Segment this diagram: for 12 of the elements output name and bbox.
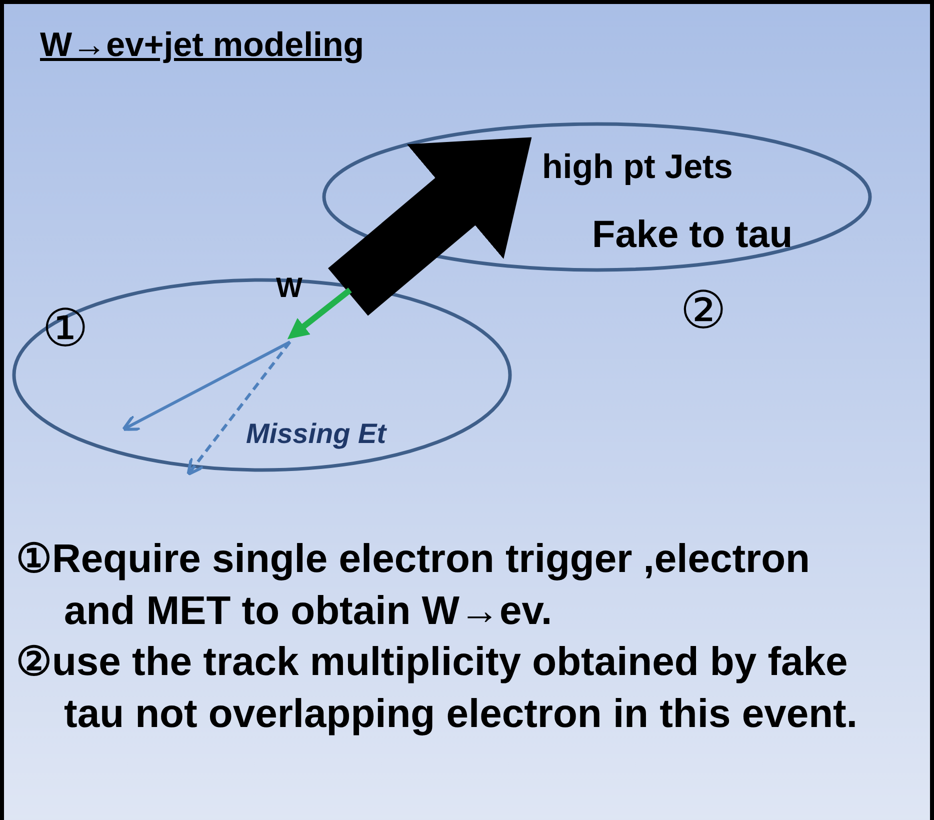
ellipse-region bbox=[322, 122, 872, 272]
vector-label: W bbox=[276, 272, 302, 304]
region-label: high pt Jets bbox=[542, 148, 733, 187]
title: W→ev+jet modeling bbox=[40, 26, 364, 65]
vector-label: Missing Et bbox=[246, 418, 386, 450]
region-number: ① bbox=[42, 299, 89, 359]
ellipse-region bbox=[12, 278, 512, 472]
region-number: ② bbox=[680, 281, 727, 341]
note-text: ②use the track multiplicity obtained by fake tau not overlapping electron in this event. bbox=[16, 639, 858, 738]
block-arrow bbox=[328, 137, 532, 316]
region-label: Fake to tau bbox=[592, 214, 793, 257]
note-text: ①Require single electron trigger ,electron and MET to obtain W→ev. bbox=[16, 536, 811, 635]
